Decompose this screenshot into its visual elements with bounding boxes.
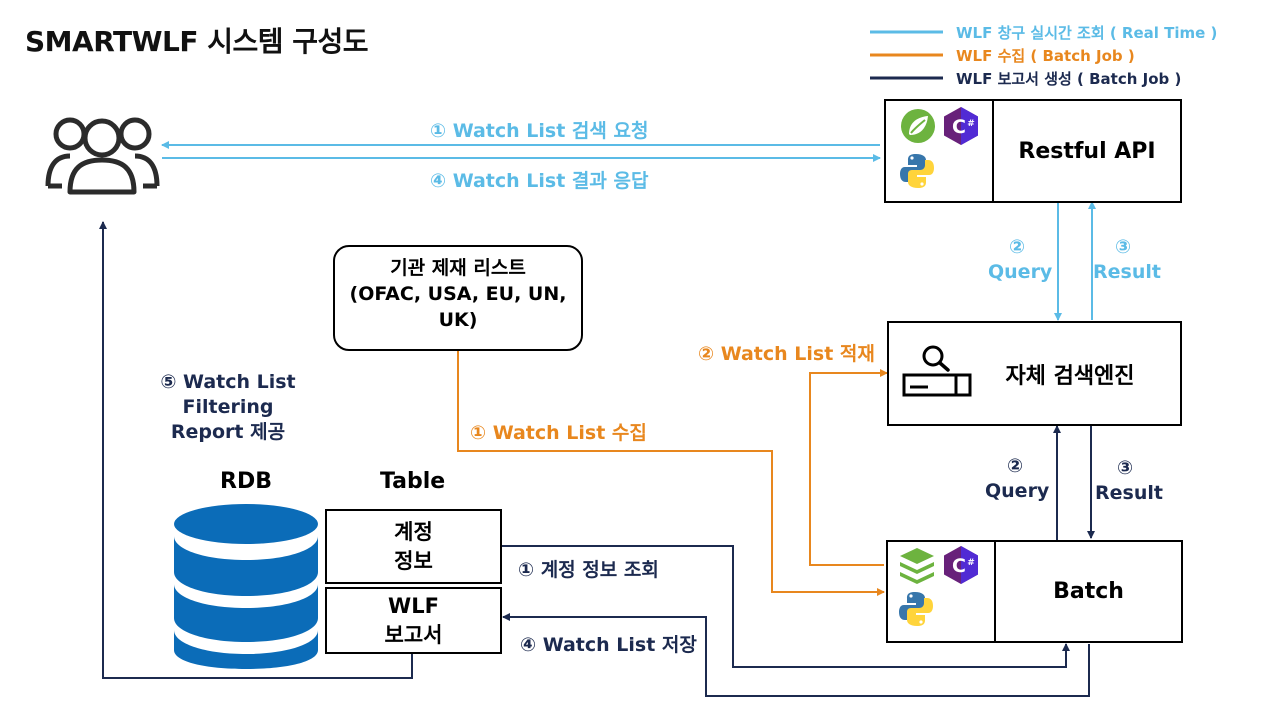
load-label: ② Watch List 적재 xyxy=(698,343,875,365)
report-label-line2: Report 제공 xyxy=(170,421,286,443)
load-arrow xyxy=(809,369,888,566)
collect-label: ① Watch List 수집 xyxy=(470,422,647,444)
batch-query-number: ② xyxy=(1007,455,1024,477)
sanction-list-node xyxy=(333,245,583,351)
account-lookup-label: ① 계정 정보 조회 xyxy=(518,559,659,581)
account-lookup-arrow xyxy=(501,545,1070,668)
legend-collect: WLF 수집 ( Batch Job ) xyxy=(956,47,1135,65)
search-engine-icon xyxy=(900,342,974,400)
spring-batch-icon xyxy=(898,546,936,586)
database-icon xyxy=(172,502,320,670)
restful-api-divider xyxy=(992,99,994,203)
save-label: ④ Watch List 저장 xyxy=(520,634,697,656)
rdb-label: RDB xyxy=(220,469,272,494)
sanction-list-text: 기관 제재 리스트 (OFAC, USA, EU, UN, UK) xyxy=(333,255,583,333)
response-label: ④ Watch List 결과 응답 xyxy=(430,170,649,192)
sanction-list-line1: 기관 제재 리스트 xyxy=(390,257,526,279)
users-icon xyxy=(40,108,165,196)
table-label: Table xyxy=(380,469,446,494)
collect-arrow xyxy=(457,350,885,596)
batch-result-label: Result xyxy=(1095,482,1163,504)
sanction-list-line2: (OFAC, USA, EU, UN, xyxy=(349,283,567,305)
python-icon xyxy=(899,152,935,190)
legend-report: WLF 보고서 생성 ( Batch Job ) xyxy=(956,70,1182,88)
batch-result-number: ③ xyxy=(1117,457,1134,479)
restful-api-node xyxy=(884,99,1182,203)
csharp-icon: C # xyxy=(942,106,980,146)
table-row-account: 계정 정보 xyxy=(325,509,502,584)
api-result-number: ③ xyxy=(1115,236,1132,258)
table-row-report-line2: 보고서 xyxy=(384,622,443,647)
table-row-account-line2: 정보 xyxy=(394,548,433,573)
api-query-number: ② xyxy=(1009,236,1026,258)
page-title: SMARTWLF 시스템 구성도 xyxy=(25,25,369,58)
api-result-label: Result xyxy=(1093,261,1161,283)
report-label: ⑤ Watch List Filtering Report 제공 xyxy=(112,370,344,445)
table-row-account-line1: 계정 xyxy=(394,519,433,544)
search-engine-label: 자체 검색엔진 xyxy=(1005,363,1135,389)
svg-text:C: C xyxy=(952,555,966,577)
batch-divider xyxy=(994,540,996,643)
batch-query-label: Query xyxy=(985,480,1050,502)
api-query-label: Query xyxy=(988,261,1053,283)
batch-node xyxy=(886,540,1183,643)
spring-icon xyxy=(900,108,936,144)
request-label: ① Watch List 검색 요청 xyxy=(430,120,649,142)
svg-text:#: # xyxy=(967,558,975,568)
python-icon xyxy=(898,590,934,628)
legend-realtime: WLF 창구 실시간 조회 ( Real Time ) xyxy=(956,24,1218,42)
batch-label: Batch xyxy=(1053,579,1124,604)
csharp-icon: C # xyxy=(942,545,980,585)
sanction-list-line3: UK) xyxy=(438,309,478,331)
svg-text:#: # xyxy=(967,119,975,129)
restful-api-label: Restful API xyxy=(1018,138,1156,164)
svg-text:C: C xyxy=(952,116,966,138)
table-row-report: WLF 보고서 xyxy=(325,587,502,654)
table-row-report-line1: WLF xyxy=(388,593,439,618)
report-arrow xyxy=(99,221,413,679)
save-arrow xyxy=(502,613,1090,697)
report-label-line1: ⑤ Watch List Filtering xyxy=(160,371,296,418)
